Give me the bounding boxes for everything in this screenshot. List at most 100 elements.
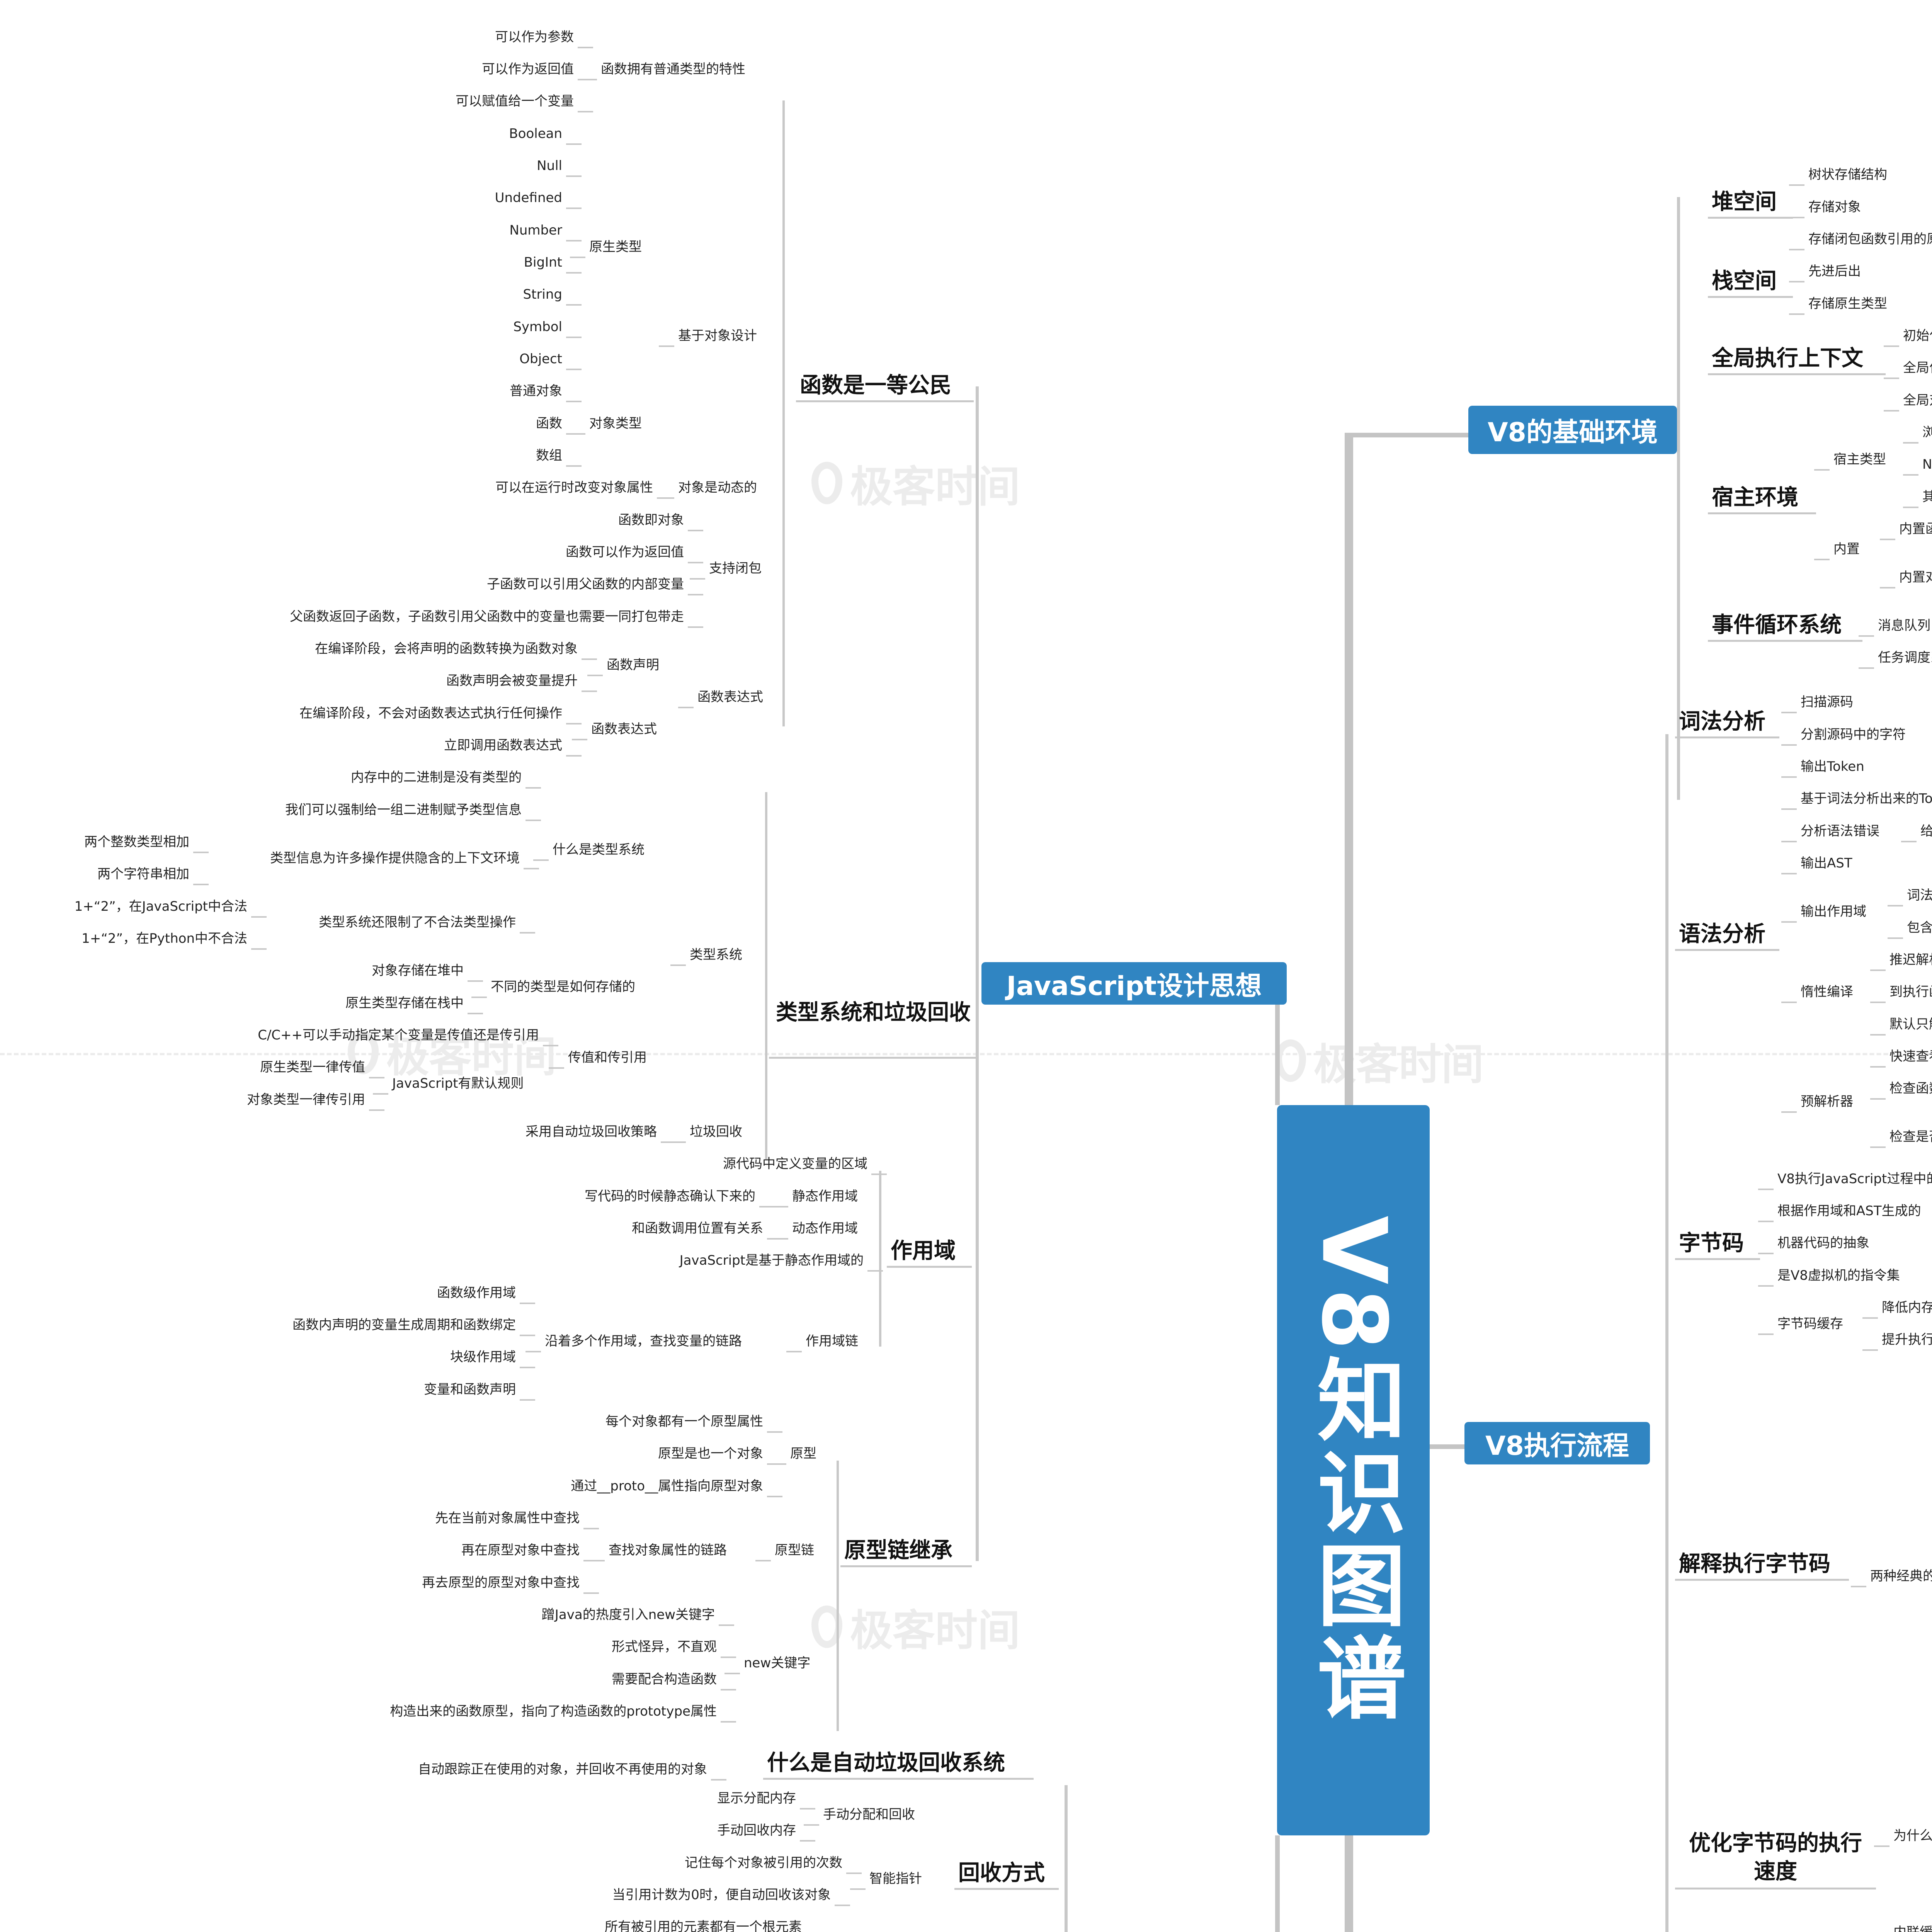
leaf-node[interactable]: 两种经典的虚拟机架构 bbox=[1870, 1568, 1932, 1584]
subtopic-node[interactable]: 什么是自动垃圾回收系统 bbox=[767, 1750, 1005, 1776]
leaf-node[interactable]: 函数表达式 bbox=[697, 689, 763, 705]
leaf-node[interactable]: 类型系统还限制了不合法类型操作 bbox=[319, 915, 516, 930]
leaf-node[interactable]: 作用域链 bbox=[806, 1333, 858, 1349]
leaf-node[interactable]: 函数内声明的变量生成周期和函数绑定 bbox=[293, 1317, 516, 1333]
leaf-node[interactable]: 原生类型一律传值 bbox=[260, 1060, 365, 1075]
leaf-node[interactable]: 对象存储在堆中 bbox=[372, 963, 464, 978]
leaf-node[interactable]: 分割源码中的字符 bbox=[1801, 727, 1906, 742]
leaf-node[interactable]: Undefined bbox=[495, 190, 562, 206]
subtopic-node[interactable]: 事件循环系统 bbox=[1712, 612, 1842, 638]
leaf-node[interactable]: 采用自动垃圾回收策略 bbox=[526, 1124, 657, 1139]
leaf-node[interactable]: 给出错误提示 bbox=[1920, 823, 1932, 839]
leaf-node[interactable]: 形式怪异，不直观 bbox=[612, 1639, 717, 1655]
branch-node-v8-flow[interactable]: V8执行流程 bbox=[1464, 1422, 1650, 1464]
subtopic-node[interactable]: 作用域 bbox=[891, 1238, 956, 1264]
leaf-node[interactable]: 存储对象 bbox=[1808, 199, 1861, 215]
leaf-node[interactable]: JavaScript是基于静态作用域的 bbox=[679, 1253, 864, 1268]
leaf-node[interactable]: 函数表达式 bbox=[591, 721, 657, 737]
subtopic-node[interactable]: 宿主环境 bbox=[1712, 485, 1798, 510]
leaf-node[interactable]: 写代码的时候静态确认下来的 bbox=[585, 1189, 755, 1204]
subtopic-node[interactable]: 全局执行上下文 bbox=[1712, 346, 1863, 371]
leaf-node[interactable]: 类型系统 bbox=[690, 947, 742, 963]
leaf-node[interactable]: 包含了当前域中的对象和函数 bbox=[1907, 920, 1932, 935]
leaf-node[interactable]: 基于词法分析出来的Token bbox=[1801, 791, 1932, 806]
leaf-node[interactable]: 字节码缓存 bbox=[1777, 1316, 1843, 1332]
leaf-node[interactable]: 支持闭包 bbox=[709, 561, 762, 576]
leaf-node[interactable]: 需要配合构造函数 bbox=[612, 1672, 717, 1687]
leaf-node[interactable]: 可以作为参数 bbox=[495, 29, 574, 45]
leaf-node[interactable]: Symbol bbox=[513, 319, 562, 335]
leaf-node[interactable]: 父函数返回子函数，子函数引用父函数中的变量也需要一同打包带走 bbox=[290, 609, 684, 624]
leaf-node[interactable]: 其他宿主 bbox=[1922, 489, 1932, 505]
leaf-node[interactable]: 1+“2”，在JavaScript中合法 bbox=[74, 899, 247, 914]
subtopic-node[interactable]: 类型系统和垃圾回收 bbox=[776, 1000, 971, 1025]
leaf-node[interactable]: 原生类型 bbox=[589, 239, 642, 255]
leaf-node[interactable]: 快速查看函数 bbox=[1889, 1049, 1932, 1064]
leaf-node[interactable]: 内存中的二进制是没有类型的 bbox=[351, 770, 522, 785]
leaf-node[interactable]: 子函数可以引用父函数的内部变量 bbox=[487, 577, 684, 592]
leaf-node[interactable]: 检查函数的语法是否正确 bbox=[1889, 1081, 1932, 1096]
leaf-node[interactable]: 每个对象都有一个原型属性 bbox=[605, 1414, 763, 1429]
leaf-node[interactable]: 存储闭包函数引用的原生类型 bbox=[1808, 231, 1932, 247]
leaf-node[interactable]: 消息队列 bbox=[1878, 618, 1930, 633]
leaf-node[interactable]: 手动分配和回收 bbox=[823, 1807, 915, 1822]
leaf-node[interactable]: 是V8虚拟机的指令集 bbox=[1777, 1268, 1900, 1283]
leaf-node[interactable]: Boolean bbox=[509, 126, 562, 141]
leaf-node[interactable]: 词法作用域规则 bbox=[1907, 888, 1932, 903]
leaf-node[interactable]: 不同的类型是如何存储的 bbox=[491, 979, 635, 995]
leaf-node[interactable]: 降低内存 bbox=[1882, 1300, 1932, 1315]
leaf-node[interactable]: 到执行函数调用时再解析 bbox=[1889, 984, 1932, 1000]
leaf-node[interactable]: 存储原生类型 bbox=[1808, 296, 1887, 311]
subtopic-node[interactable]: 解释执行字节码 bbox=[1679, 1551, 1830, 1577]
leaf-node[interactable]: 函数声明会被变量提升 bbox=[446, 673, 578, 689]
leaf-node[interactable]: 内联缓存 bbox=[1893, 1926, 1932, 1932]
leaf-node[interactable]: 机器代码的抽象 bbox=[1777, 1235, 1869, 1251]
leaf-node[interactable]: 所有被引用的元素都有一个根元素 bbox=[605, 1919, 802, 1932]
leaf-node[interactable]: 构造出来的函数原型，指向了构造函数的prototype属性 bbox=[390, 1704, 717, 1719]
leaf-node[interactable]: 内置函数 bbox=[1899, 521, 1932, 537]
leaf-node[interactable]: String bbox=[523, 287, 562, 302]
leaf-node[interactable]: 我们可以强制给一组二进制赋予类型信息 bbox=[285, 802, 522, 818]
subtopic-node[interactable]: 字节码 bbox=[1679, 1231, 1744, 1256]
leaf-node[interactable]: 为什么解释执行慢 bbox=[1893, 1828, 1932, 1844]
leaf-node[interactable]: 类型信息为许多操作提供隐含的上下文环境 bbox=[270, 850, 520, 866]
leaf-node[interactable]: 树状存储结构 bbox=[1808, 167, 1887, 182]
leaf-node[interactable]: 可以作为返回值 bbox=[482, 61, 574, 77]
leaf-node[interactable]: 对象类型 bbox=[589, 416, 642, 431]
leaf-node[interactable]: 原型是也一个对象 bbox=[658, 1446, 763, 1461]
leaf-node[interactable]: 块级作用域 bbox=[450, 1349, 516, 1365]
leaf-node[interactable]: Number bbox=[509, 223, 562, 238]
branch-node-v8-env[interactable]: V8的基础环境 bbox=[1468, 406, 1677, 454]
leaf-node[interactable]: 函数级作用域 bbox=[437, 1285, 516, 1301]
leaf-node[interactable]: 垃圾回收 bbox=[690, 1124, 742, 1139]
leaf-node[interactable]: 源代码中定义变量的区域 bbox=[723, 1156, 867, 1172]
leaf-node[interactable]: 普通对象 bbox=[510, 383, 562, 399]
leaf-node[interactable]: 可以赋值给一个变量 bbox=[456, 94, 574, 109]
leaf-node[interactable]: C/C++可以手动指定某个变量是传值还是传引用 bbox=[258, 1027, 539, 1043]
branch-node-js-design[interactable]: JavaScript设计思想 bbox=[981, 962, 1287, 1005]
subtopic-node[interactable]: 语法分析 bbox=[1679, 922, 1765, 947]
leaf-node[interactable]: 再去原型的原型对象中查找 bbox=[422, 1575, 580, 1590]
leaf-node[interactable]: 根据作用域和AST生成的 bbox=[1777, 1203, 1921, 1219]
leaf-node[interactable]: 浏览器 bbox=[1922, 425, 1932, 440]
leaf-node[interactable]: 函数 bbox=[536, 416, 562, 431]
leaf-node[interactable]: 对象类型一律传引用 bbox=[247, 1092, 365, 1107]
leaf-node[interactable]: 立即调用函数表达式 bbox=[444, 738, 562, 753]
leaf-node[interactable]: 输出Token bbox=[1801, 759, 1864, 774]
leaf-node[interactable]: 再在原型对象中查找 bbox=[461, 1543, 580, 1558]
leaf-node[interactable]: 变量和函数声明 bbox=[424, 1382, 516, 1397]
root-node[interactable]: V8知识图谱 bbox=[1277, 1105, 1430, 1835]
leaf-node[interactable]: 自动跟踪正在使用的对象，并回收不再使用的对象 bbox=[418, 1762, 707, 1777]
leaf-node[interactable]: 函数声明 bbox=[607, 657, 659, 673]
leaf-node[interactable]: 默认只解析顶层代码 bbox=[1889, 1017, 1932, 1032]
leaf-node[interactable]: 提升执行速度 bbox=[1882, 1332, 1932, 1347]
leaf-node[interactable]: new关键字 bbox=[744, 1655, 811, 1671]
leaf-node[interactable]: 基于对象设计 bbox=[678, 328, 757, 344]
leaf-node[interactable]: 初始化的this bbox=[1903, 328, 1932, 344]
leaf-node[interactable]: 任务调度系统 bbox=[1878, 650, 1932, 665]
leaf-node[interactable]: JavaScript有默认规则 bbox=[392, 1076, 524, 1091]
leaf-node[interactable]: 可以在运行时改变对象属性 bbox=[495, 480, 653, 495]
leaf-node[interactable]: V8执行JavaScript过程中的中间代码 bbox=[1777, 1171, 1932, 1187]
leaf-node[interactable]: 当引用计数为0时，便自动回收该对象 bbox=[612, 1887, 831, 1903]
leaf-node[interactable]: 惰性编译 bbox=[1801, 984, 1853, 1000]
